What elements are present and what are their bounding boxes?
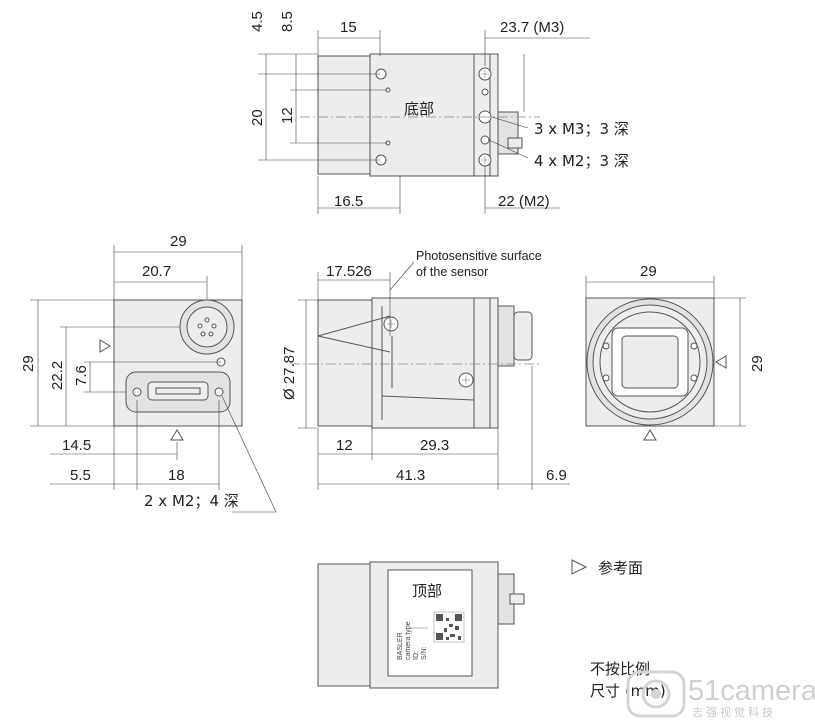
label-camera-type: camera type	[405, 621, 412, 660]
top-view	[258, 30, 590, 214]
dim-14-5: 14.5	[62, 437, 91, 454]
dim-6-9: 6.9	[546, 467, 567, 484]
dim-29-front-top: 29	[640, 263, 657, 280]
legend-reference-plane: 参考面	[598, 559, 643, 577]
reference-triangle	[170, 429, 184, 441]
reference-plane-icon	[571, 559, 588, 575]
reference-triangle	[643, 429, 657, 441]
photosensitive-label-line1: Photosensitive surface	[416, 249, 542, 263]
dim-41-3: 41.3	[396, 467, 425, 484]
dim-18: 18	[168, 467, 185, 484]
top-label-view-front-block	[317, 563, 371, 687]
label-bottom: 底部	[404, 100, 434, 118]
note-m2: 4 x M2；3 深	[534, 152, 629, 170]
top-label-view	[317, 561, 525, 689]
back-view	[30, 245, 277, 513]
dim-22-2: 22.2	[49, 361, 66, 390]
legend-not-to-scale: 不按比例	[590, 660, 650, 678]
dim-15: 15	[340, 19, 357, 36]
reference-triangle	[715, 355, 727, 369]
note-m3: 3 x M3；3 深	[534, 120, 629, 138]
dim-29-front-right: 29	[749, 355, 766, 372]
dim-diameter: Ø 27.87	[281, 347, 298, 400]
top-view-body	[369, 53, 499, 177]
dim-12: 12	[279, 107, 296, 124]
dim-20: 20	[249, 109, 266, 126]
dim-20-7: 20.7	[142, 263, 171, 280]
dim-16-5: 16.5	[334, 193, 363, 210]
dim-5-5: 5.5	[70, 467, 91, 484]
front-view	[585, 276, 746, 441]
dim-29-left: 29	[20, 355, 37, 372]
label-id: ID:	[413, 651, 420, 660]
top-view-front-block	[317, 55, 371, 175]
dim-4-5: 4.5	[249, 11, 266, 32]
side-view-connector	[497, 305, 515, 367]
qr-code	[433, 611, 465, 643]
photosensitive-label-line2: of the sensor	[416, 265, 488, 279]
dim-23-7: 23.7 (M3)	[500, 19, 564, 36]
dim-7-6: 7.6	[73, 365, 90, 386]
dim-12-side: 12	[336, 437, 353, 454]
reference-triangle	[99, 339, 111, 353]
watermark-brand: 51camera	[688, 675, 815, 707]
side-view	[290, 261, 570, 490]
dim-29-top: 29	[170, 233, 187, 250]
label-sn: S/N:	[421, 646, 428, 660]
side-view-lens-mount	[317, 299, 373, 427]
watermark-sub: 志强视觉科技	[692, 705, 776, 719]
dim-17-526: 17.526	[326, 263, 372, 280]
dim-22: 22 (M2)	[498, 193, 550, 210]
dim-29-3: 29.3	[420, 437, 449, 454]
watermark-logo	[626, 670, 686, 718]
label-brand: BASLER	[397, 632, 404, 660]
label-top: 顶部	[412, 582, 442, 600]
dim-8-5: 8.5	[279, 11, 296, 32]
m2-hole	[480, 135, 490, 145]
note-2xm2: 2 x M2；4 深	[144, 492, 239, 510]
